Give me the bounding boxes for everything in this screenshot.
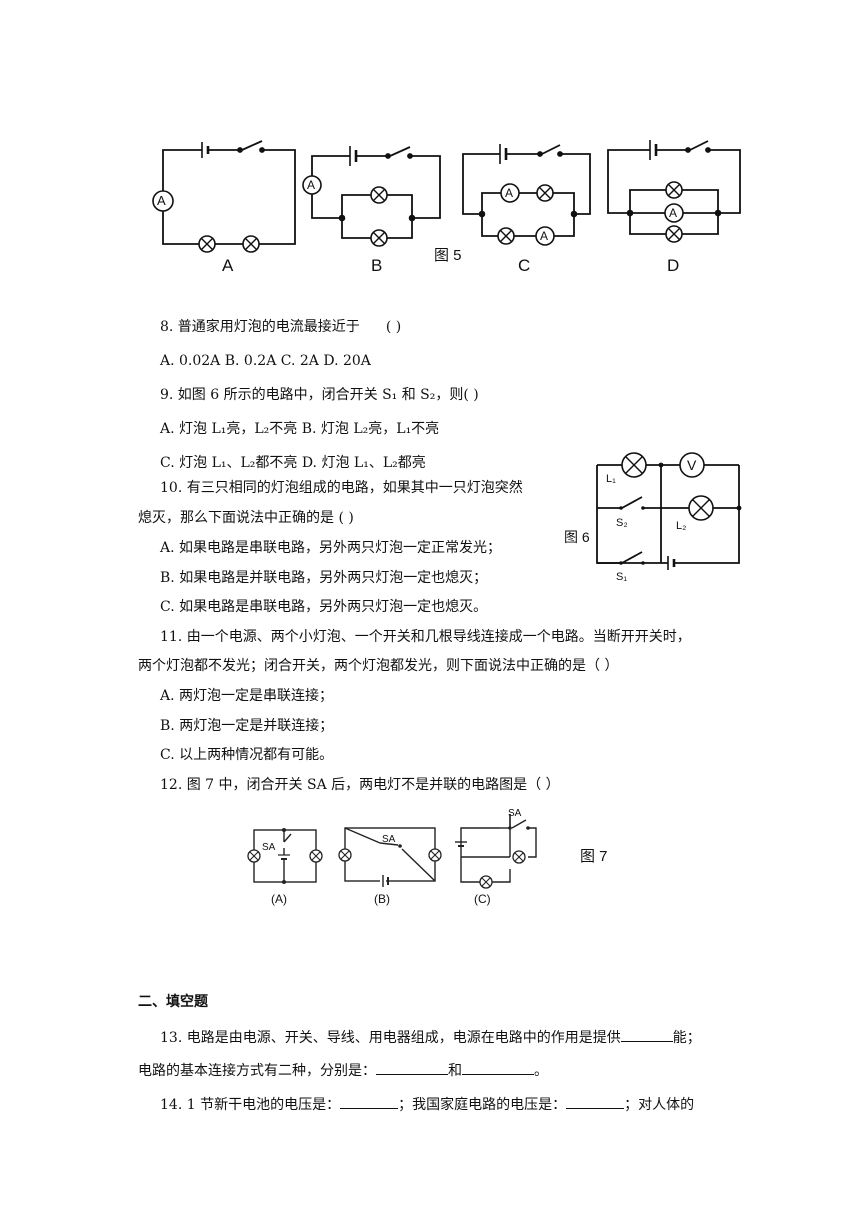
fig7-label-c: (C): [474, 892, 491, 906]
q12-stem: 12. 图 7 中，闭合开关 SA 后，两电灯不是并联的电路图是（ ）: [160, 777, 560, 793]
q9-options-cd: C. 灯泡 L₁、L₂都不亮 D. 灯泡 L₁、L₂都亮: [160, 455, 426, 471]
fig7-sa-label-b: SA: [382, 834, 396, 845]
figure-5-circuits: [152, 140, 741, 253]
ammeter-label: A: [669, 206, 678, 220]
fig7-label-a: (A): [271, 892, 287, 906]
section-title-fill-in: 二、填空题: [138, 994, 208, 1010]
q11-option-a: A. 两灯泡一定是串联连接；: [160, 688, 334, 704]
fig5-caption: 图 5: [434, 247, 462, 264]
q8-stem: 8. 普通家用灯泡的电流最接近于( ): [160, 319, 402, 335]
fig6-l1-label: L₁: [606, 473, 616, 485]
fig7-sa-label-a: SA: [262, 842, 276, 853]
q13-blank-method-1[interactable]: [376, 1060, 448, 1075]
circuit-a: [162, 140, 296, 245]
ammeter-label: A: [505, 186, 514, 200]
fig5-label-b: B: [371, 256, 383, 275]
q10-option-a: A. 如果电路是串联电路，另外两只灯泡一定正常发光；: [160, 540, 502, 556]
q11-option-c: C. 以上两种情况都有可能。: [160, 747, 334, 763]
fig7-label-b: (B): [374, 892, 390, 906]
q8-options: A. 0.02A B. 0.2A C. 2A D. 20A: [160, 353, 371, 369]
q14-blank-household-voltage[interactable]: [566, 1094, 625, 1109]
q14-line1: 14. 1 节新干电池的电压是：；我国家庭电路的电压是：；对人体的: [160, 1094, 694, 1115]
ammeter-label: A: [157, 193, 166, 208]
fig6-s2-label: S₂: [616, 517, 628, 529]
ammeter-label: A: [307, 178, 316, 192]
q10-line2: 熄灭，那么下面说法中正确的是 ( ): [138, 510, 354, 526]
fig5-label-d: D: [667, 256, 680, 275]
q14-blank-battery-voltage[interactable]: [340, 1094, 399, 1109]
q10-line1: 10. 有三只相同的灯泡组成的电路，如果其中一只灯泡突然: [160, 480, 523, 496]
fig7-sa-label-c: SA: [508, 808, 522, 819]
ammeter-label: A: [540, 229, 549, 243]
q13-blank-energy[interactable]: [620, 1027, 673, 1042]
fig6-caption: 图 6: [564, 529, 590, 545]
fig6-s1-label: S₁: [616, 571, 628, 583]
fig6-l2-label: L₂: [676, 520, 687, 532]
fig5-label-c: C: [518, 256, 531, 275]
q9-options-ab: A. 灯泡 L₁亮，L₂不亮 B. 灯泡 L₂亮，L₁不亮: [160, 421, 440, 437]
q11-line1: 11. 由一个电源、两个小灯泡、一个开关和几根导线连接成一个电路。当断开开关时，: [160, 629, 691, 645]
circuit-d: [607, 140, 741, 235]
fig6-voltmeter-label: V: [687, 457, 697, 473]
q13-blank-method-2[interactable]: [462, 1060, 534, 1075]
q10-option-c: C. 如果电路是串联电路，另外两只灯泡一定也熄灭。: [160, 599, 488, 615]
fig5-label-a: A: [222, 256, 234, 275]
q13-line1: 13. 电路是由电源、开关、导线、用电器组成，电源在电路中的作用是提供能；: [160, 1027, 701, 1048]
q11-option-b: B. 两灯泡一定是并联连接；: [160, 718, 334, 734]
q13-line2: 电路的基本连接方式有二种，分别是：和。: [138, 1060, 548, 1081]
q9-stem: 9. 如图 6 所示的电路中，闭合开关 S₁ 和 S₂，则( ): [160, 387, 479, 403]
q10-option-b: B. 如果电路是并联电路，另外两只灯泡一定也熄灭；: [160, 570, 488, 586]
q11-line2: 两个灯泡都不发光；闭合开关，两个灯泡都发光，则下面说法中正确的是（ ）: [138, 658, 619, 674]
fig7-caption: 图 7: [580, 848, 608, 865]
circuit-c: [462, 144, 591, 237]
